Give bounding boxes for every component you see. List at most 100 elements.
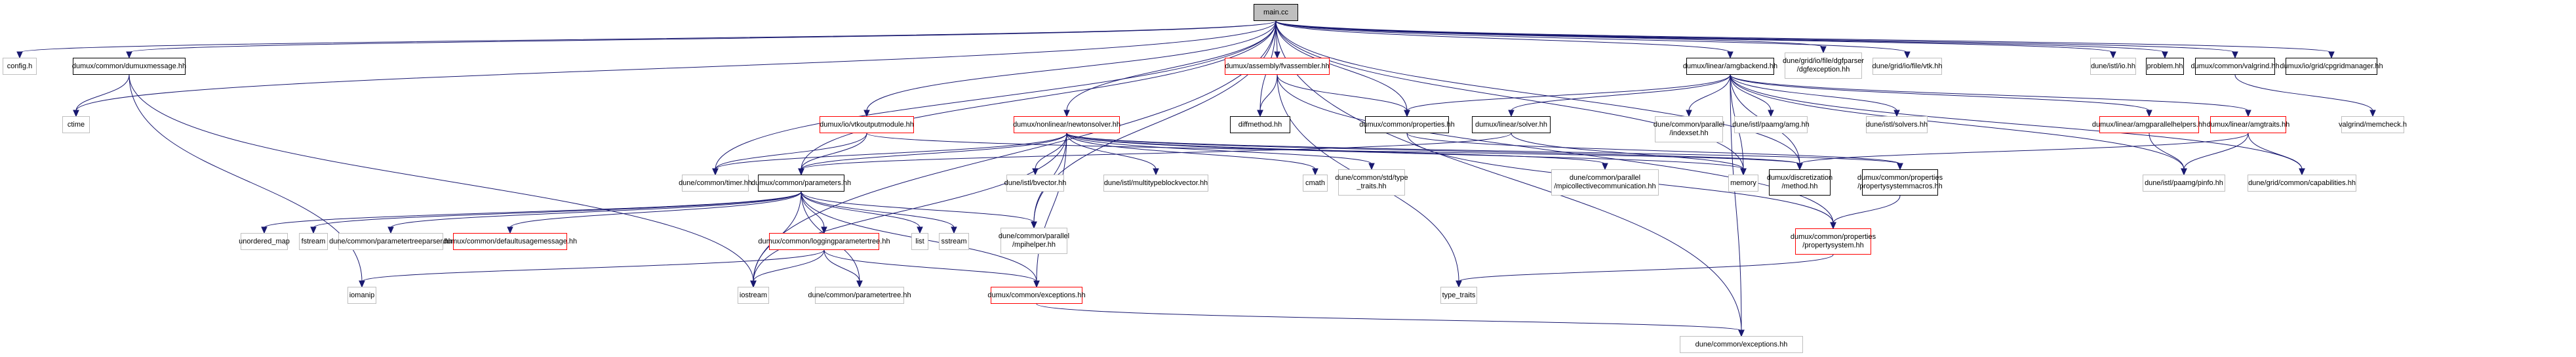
edge-amgbackend-to-amgtraits — [1730, 74, 2249, 112]
edge-vtkoutput-to-timer — [715, 133, 867, 170]
node-properties[interactable]: dumux/common/properties.hh — [1359, 116, 1455, 133]
edge-main-to-vtk — [1275, 20, 1908, 53]
edge-main-to-config — [19, 20, 1277, 53]
arrowhead-propsystem-to-typetraits — [1456, 280, 1462, 288]
arrowhead-amgtraits-to-pinfo — [2181, 168, 2187, 176]
arrowhead-loggingpt-to-dumuxexc — [1033, 280, 1040, 288]
node-mpicoll: dune/common/parallel /mpicollectivecommu… — [1551, 169, 1659, 196]
edge-amgbackend-to-duneexc — [1730, 74, 1742, 331]
arrowhead-parameters-to-list — [917, 226, 923, 234]
node-propsystem[interactable]: dumux/common/properties /propertysystem.… — [1791, 228, 1876, 255]
node-fvassembler[interactable]: dumux/assembly/fvassembler.hh — [1225, 58, 1330, 75]
edge-main-to-discmethod — [1275, 20, 1800, 165]
edge-newton-to-iostream — [753, 133, 1067, 282]
edge-newton-to-discmethod — [1066, 133, 1800, 165]
node-main[interactable]: main.cc — [1254, 4, 1298, 21]
arrowhead-newton-to-timer — [712, 168, 719, 176]
arrowhead-newton-to-cmath — [1312, 168, 1318, 176]
node-defusage[interactable]: dumux/common/defaultusagemessage.hh — [443, 233, 577, 250]
edge-amgtraits-to-pinfo — [2183, 133, 2249, 170]
node-dumuxmessage[interactable]: dumux/common/dumuxmessage.hh — [72, 58, 186, 75]
node-bvector: dune/istl/bvector.hh — [1004, 175, 1066, 192]
arrowhead-main-to-dumuxmessage — [126, 51, 132, 59]
edge-loggingpt-to-paramtree — [823, 249, 860, 282]
node-diffmethod[interactable]: diffmethod.hh — [1230, 116, 1290, 133]
edge-main-to-duneexc — [1275, 20, 1742, 331]
edge-newton-to-cmath — [1066, 133, 1316, 170]
edge-newton-to-propmacros — [1066, 133, 1901, 165]
edge-parameters-to-list — [801, 191, 921, 228]
edge-properties-to-propmacros — [1406, 133, 1901, 165]
arrowhead-amgbackend-to-indexset — [1686, 110, 1692, 117]
node-amg: dune/istl/paamg/amg.hh — [1732, 116, 1810, 133]
node-cmath: cmath — [1303, 175, 1328, 192]
edge-main-to-parameters — [801, 20, 1277, 170]
arrowhead-parameters-to-ptparser — [387, 226, 394, 234]
node-list: list — [911, 233, 928, 250]
node-discmethod[interactable]: dumux/discretization /method.hh — [1767, 169, 1833, 196]
edge-parameters-to-mpihelper — [801, 191, 1035, 223]
edge-parameters-to-loggingpt — [801, 191, 825, 228]
edge-amgbackend-to-amgparallel — [1730, 74, 2150, 112]
arrowhead-newton-to-typetraitsdune — [1368, 163, 1375, 171]
arrowhead-parameters-to-unordered — [261, 226, 268, 234]
arrowhead-main-to-config — [16, 51, 23, 59]
node-duneexc: dune/common/exceptions.hh — [1680, 336, 1803, 353]
node-vtkoutput[interactable]: dumux/io/vtkoutputmodule.hh — [820, 116, 914, 133]
edge-amgbackend-to-amg — [1730, 74, 1772, 112]
edge-main-to-ctime — [75, 20, 1277, 112]
arrowhead-main-to-newton — [1063, 110, 1070, 117]
edge-main-to-timer — [715, 20, 1277, 170]
arrowhead-amgbackend-to-properties — [1404, 110, 1410, 117]
edge-main-to-dumuxmessage — [129, 20, 1277, 53]
node-loggingpt[interactable]: dumux/common/loggingparametertree.hh — [758, 233, 890, 250]
arrowhead-amgtraits-to-discmethod — [1796, 163, 1803, 171]
edge-parameters-to-ptparser — [390, 191, 802, 228]
node-newton[interactable]: dumux/nonlinear/newtonsolver.hh — [1013, 116, 1120, 133]
node-fstream: fstream — [299, 233, 328, 250]
arrowhead-properties-to-propmacros — [1897, 163, 1903, 171]
node-solvers: dune/istl/solvers.hh — [1866, 116, 1928, 133]
node-problem[interactable]: problem.hh — [2146, 58, 2184, 75]
edge-loggingpt-to-iomanip — [361, 249, 825, 282]
arrowhead-propmacros-to-propsystem — [1830, 222, 1836, 230]
edge-amgbackend-to-capabilities — [1730, 74, 2303, 170]
node-propmacros[interactable]: dumux/common/properties /propertysystemm… — [1857, 169, 1943, 196]
node-paramtree: dune/common/parametertree.hh — [808, 287, 911, 304]
node-cpgrid[interactable]: dumux/io/grid/cpgridmanager.hh — [2280, 58, 2383, 75]
node-typetraitsdune: dune/common/std/type _traits.hh — [1335, 169, 1408, 196]
node-unordered: unordered_map — [239, 233, 290, 250]
node-memcheck: valgrind/memcheck.h — [2339, 116, 2407, 133]
node-solver[interactable]: dumux/linear/solver.hh — [1472, 116, 1551, 133]
arrowhead-main-to-dgfexception — [1820, 46, 1827, 54]
node-dumuxexc[interactable]: dumux/common/exceptions.hh — [987, 287, 1086, 304]
edge-parameters-to-defusage — [509, 191, 802, 228]
edge-dumuxmessage-to-iomanip — [129, 74, 363, 282]
edge-solver-to-parameters — [801, 133, 1512, 170]
node-amgbackend[interactable]: dumux/linear/amgbackend.hh — [1683, 58, 1777, 75]
node-timer: dune/common/timer.hh — [679, 175, 752, 192]
arrowhead-main-to-vtkoutput — [863, 110, 870, 117]
node-capabilities: dune/grid/common/capabilities.hh — [2248, 175, 2356, 192]
arrowhead-parameters-to-mpihelper — [1031, 221, 1037, 229]
arrowhead-dumuxexc-to-duneexc — [1738, 329, 1745, 337]
node-amgparallel[interactable]: dumux/linear/amgparallelhelpers.hh — [2092, 116, 2206, 133]
node-vtk: dune/grid/io/file/vtk.hh — [1873, 58, 1943, 75]
edge-newton-to-dumuxexc — [1036, 133, 1067, 282]
node-pinfo: dune/istl/paamg/pinfo.hh — [2143, 175, 2225, 192]
node-valgrind[interactable]: dumux/common/valgrind.hh — [2190, 58, 2280, 75]
edge-amgbackend-to-indexset — [1688, 74, 1731, 112]
edge-amgtraits-to-capabilities — [2248, 133, 2303, 170]
edge-amgtraits-to-discmethod — [1799, 133, 2249, 165]
edge-main-to-valgrind — [1275, 20, 2236, 53]
node-mpihelper: dune/common/parallel /mpihelper.hh — [999, 228, 1069, 254]
node-parameters[interactable]: dumux/common/parameters.hh — [751, 175, 851, 192]
edge-parameters-to-fstream — [313, 191, 802, 228]
node-amgtraits[interactable]: dumux/linear/amgtraits.hh — [2207, 116, 2289, 133]
arrowhead-parameters-to-fstream — [310, 226, 317, 234]
edge-amgbackend-to-pinfo — [1730, 74, 2185, 170]
node-dgfexception: dune/grid/io/file/dgfparser /dgfexceptio… — [1783, 52, 1864, 79]
edge-vtkoutput-to-parameters — [801, 133, 867, 170]
arrowhead-main-to-cpgrid — [2328, 51, 2335, 59]
edge-main-to-problem — [1275, 20, 2166, 53]
